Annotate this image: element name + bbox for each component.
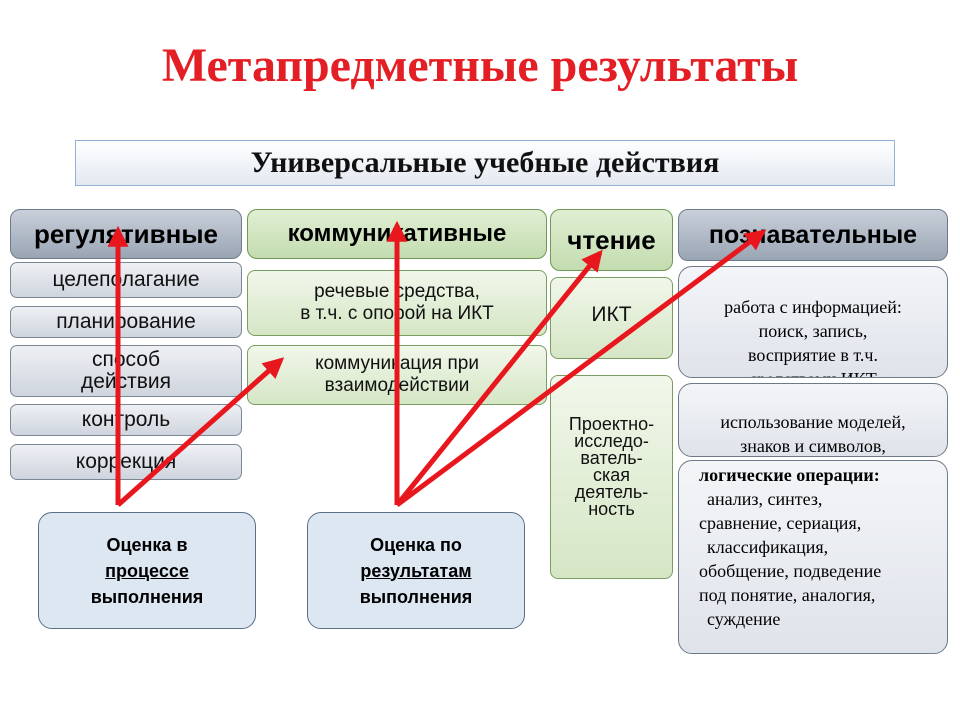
assessment-process-line1: Оценка в (106, 534, 188, 555)
reading-item-project: Проектно- исследо- ватель- ская деятель-… (550, 375, 673, 579)
reading-header-label: чтение (567, 224, 656, 255)
subtitle-text: Универсальные учебные действия (250, 146, 720, 179)
cognitive-item-information: работа с информацией: поиск, запись, вос… (678, 266, 948, 378)
communicative-item-interaction: коммуникация при взаимодействии (247, 345, 547, 405)
item-label: планирование (56, 310, 196, 333)
assessment-results-line1: Оценка по (370, 534, 462, 555)
item-label: коррекция (75, 450, 177, 473)
item-label: целеполагание (52, 268, 200, 291)
regulative-header: регулятивные (10, 209, 242, 259)
logic-line: классификация, (707, 537, 829, 557)
item-label: Проектно- исследо- ватель- ская деятель-… (568, 414, 655, 519)
regulative-item-planning: планирование (10, 306, 242, 338)
communicative-item-speech: речевые средства, в т.ч. с опорой на ИКТ (247, 270, 547, 336)
item-label: использование моделей, знаков и символов… (720, 412, 906, 456)
item-label: способ действия (80, 348, 172, 393)
assessment-process-line2: процессе (105, 560, 189, 581)
logic-line: суждение (707, 609, 781, 629)
regulative-item-goal-setting: целеполагание (10, 262, 242, 298)
assessment-results-line3: выполнения (359, 586, 473, 607)
assessment-process-box: Оценка в процессе выполнения (38, 512, 256, 629)
regulative-item-control: контроль (10, 404, 242, 436)
communicative-header: коммуникативные (247, 209, 547, 259)
logic-heading: логические операции: (699, 465, 880, 485)
subtitle-banner: Универсальные учебные действия (75, 140, 895, 186)
item-label: коммуникация при взаимодействии (315, 353, 479, 396)
item-label: ИКТ (591, 303, 632, 326)
cognitive-header-label: познавательные (708, 220, 918, 249)
reading-header: чтение (550, 209, 673, 271)
regulative-item-method: способ действия (10, 345, 242, 397)
assessment-results-box: Оценка по результатам выполнения (307, 512, 525, 629)
assessment-results-line2: результатам (360, 560, 472, 581)
assessment-process-line3: выполнения (90, 586, 204, 607)
item-label: контроль (81, 408, 171, 431)
item-label: работа с информацией: поиск, запись, вос… (724, 297, 902, 377)
item-label: речевые средства, в т.ч. с опорой на ИКТ (300, 281, 494, 324)
communicative-header-label: коммуникативные (287, 220, 507, 247)
regulative-item-correction: коррекция (10, 444, 242, 480)
cognitive-header: познавательные (678, 209, 948, 261)
regulative-header-label: регулятивные (33, 218, 219, 249)
cognitive-item-models: использование моделей, знаков и символов… (678, 383, 948, 457)
logic-line: сравнение, сериация, (699, 513, 862, 533)
logic-line: под понятие, аналогия, (699, 585, 876, 605)
reading-item-ict: ИКТ (550, 277, 673, 359)
page-title: Метапредметные результаты (161, 39, 799, 92)
logic-line: анализ, синтез, (707, 489, 823, 509)
cognitive-item-logic: логические операции: анализ, синтез, сра… (678, 460, 948, 654)
logic-line: обобщение, подведение (699, 561, 882, 581)
